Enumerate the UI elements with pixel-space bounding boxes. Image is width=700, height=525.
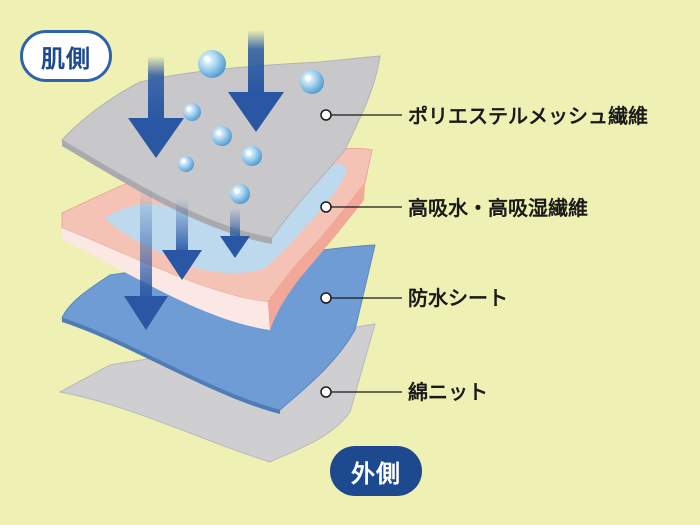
layer-label-waterproof-sheet: 防水シート xyxy=(408,286,508,310)
water-droplet-icon xyxy=(230,184,250,204)
down-arrow-icon xyxy=(128,56,184,158)
leader-line-polyester-mesh xyxy=(320,109,402,121)
water-droplet-icon xyxy=(212,126,232,146)
leader-line-absorbent-fiber xyxy=(320,201,402,213)
layer-label-polyester-mesh: ポリエステルメッシュ繊維 xyxy=(408,104,648,128)
water-droplet-icon xyxy=(183,103,201,121)
down-arrow-icon xyxy=(220,208,250,258)
water-droplet-icon xyxy=(178,156,194,172)
skin-side-badge: 肌側 xyxy=(20,30,112,82)
outer-side-badge: 外側 xyxy=(330,446,422,496)
water-droplet-icon xyxy=(300,70,324,94)
water-droplet-icon xyxy=(198,50,226,78)
layer-label-cotton-knit: 綿ニット xyxy=(408,380,488,404)
water-droplet-icon xyxy=(242,146,262,166)
leader-line-cotton-knit xyxy=(320,386,402,398)
leader-line-waterproof-sheet xyxy=(320,292,402,304)
down-arrow-icon xyxy=(124,188,168,330)
layer-polyester-mesh xyxy=(61,55,381,244)
down-arrow-icon xyxy=(228,30,284,132)
down-arrow-icon xyxy=(162,198,202,280)
layer-label-absorbent-fiber: 高吸水・高吸湿繊維 xyxy=(408,196,588,220)
